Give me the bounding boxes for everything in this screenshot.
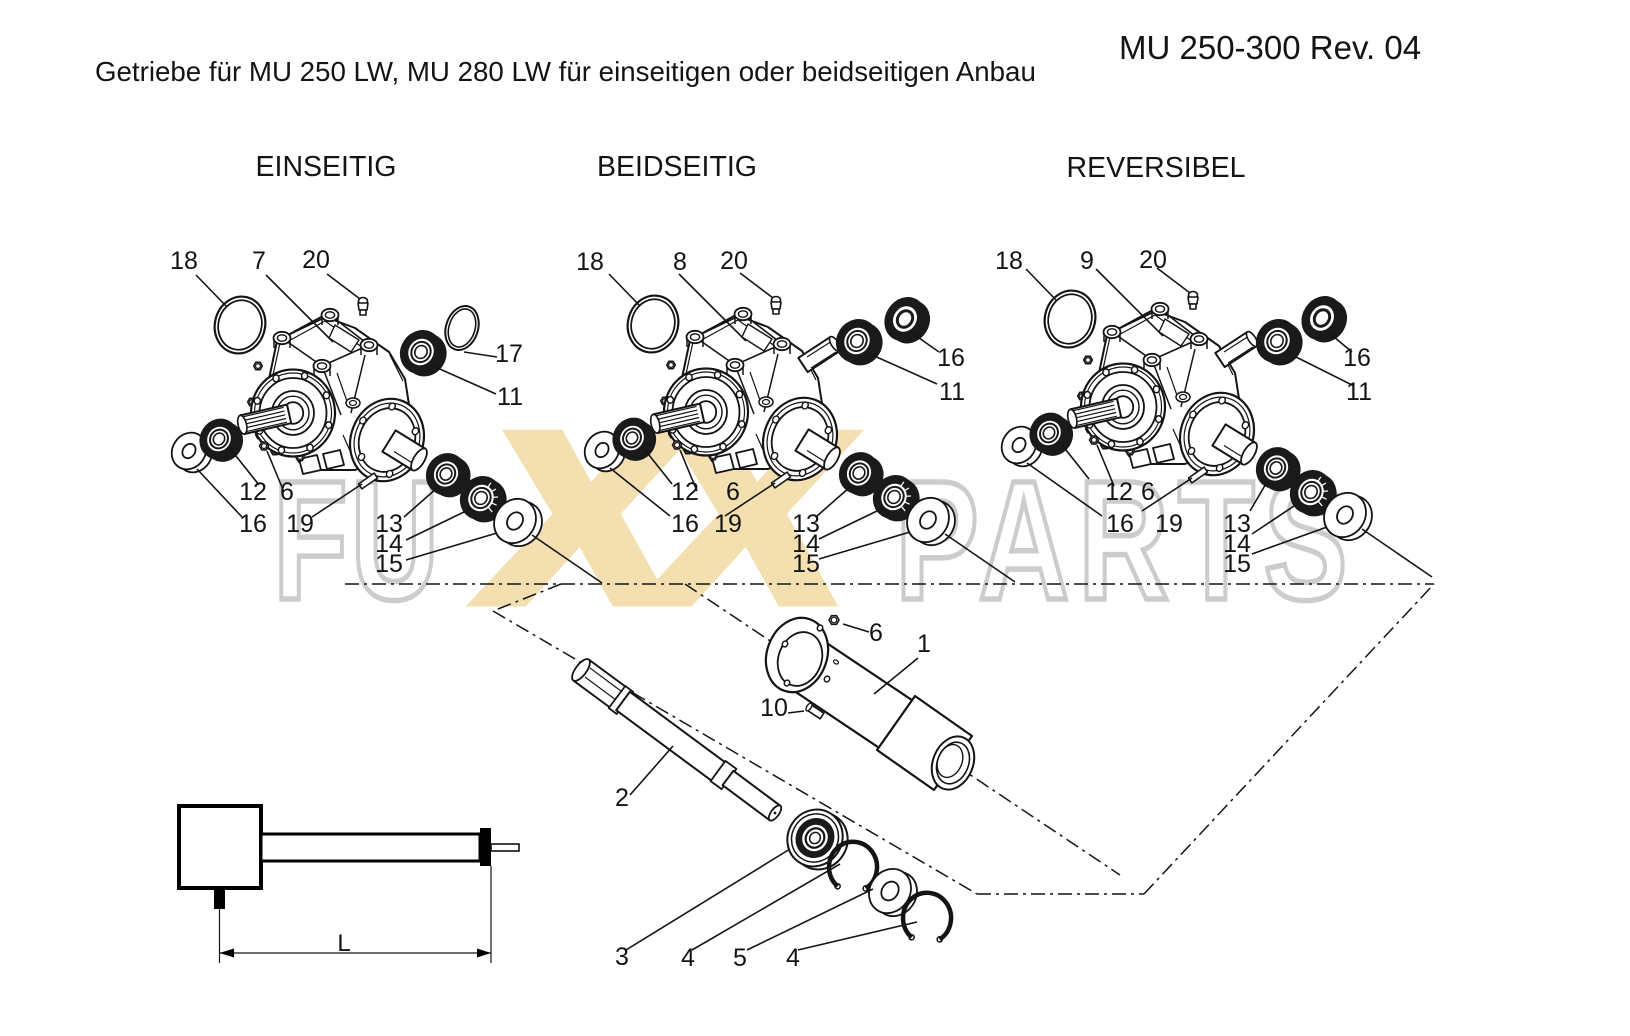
svg-text:11: 11	[939, 378, 965, 406]
svg-text:L: L	[337, 930, 350, 957]
svg-text:12: 12	[239, 478, 267, 506]
svg-text:12: 12	[1105, 478, 1133, 506]
svg-text:7: 7	[252, 247, 266, 275]
svg-text:18: 18	[995, 247, 1023, 275]
svg-text:11: 11	[497, 383, 523, 411]
svg-text:16: 16	[937, 344, 965, 372]
svg-text:19: 19	[1155, 510, 1183, 538]
svg-text:9: 9	[1080, 247, 1094, 275]
svg-text:18: 18	[576, 248, 604, 276]
svg-text:6: 6	[726, 478, 740, 506]
svg-text:EINSEITIG: EINSEITIG	[256, 151, 397, 183]
svg-text:MU 250-300 Rev. 04: MU 250-300 Rev. 04	[1119, 29, 1421, 66]
svg-text:BEIDSEITIG: BEIDSEITIG	[597, 151, 757, 183]
svg-text:4: 4	[681, 944, 695, 972]
svg-text:15: 15	[375, 550, 403, 578]
svg-text:20: 20	[1139, 246, 1167, 274]
svg-text:19: 19	[286, 510, 314, 538]
svg-text:5: 5	[733, 944, 747, 972]
svg-text:Getriebe für MU 250 LW, MU 280: Getriebe für MU 250 LW, MU 280 LW für ei…	[95, 56, 1036, 87]
svg-text:11: 11	[1346, 378, 1372, 406]
svg-text:20: 20	[302, 246, 330, 274]
svg-text:4: 4	[786, 944, 800, 972]
svg-text:16: 16	[671, 510, 699, 538]
svg-text:3: 3	[615, 943, 629, 971]
svg-text:8: 8	[673, 248, 687, 276]
svg-text:20: 20	[720, 247, 748, 275]
svg-text:16: 16	[239, 510, 267, 538]
svg-text:18: 18	[170, 247, 198, 275]
svg-text:REVERSIBEL: REVERSIBEL	[1067, 152, 1246, 184]
svg-text:12: 12	[671, 478, 699, 506]
svg-text:6: 6	[1141, 478, 1155, 506]
svg-text:6: 6	[869, 619, 883, 647]
svg-text:2: 2	[615, 784, 629, 812]
svg-text:15: 15	[1223, 550, 1251, 578]
svg-text:19: 19	[714, 510, 742, 538]
svg-text:10: 10	[760, 694, 788, 722]
svg-text:17: 17	[495, 340, 523, 368]
svg-text:15: 15	[792, 550, 820, 578]
svg-text:16: 16	[1343, 344, 1371, 372]
svg-text:16: 16	[1106, 510, 1134, 538]
svg-text:1: 1	[917, 630, 931, 658]
svg-text:6: 6	[280, 478, 294, 506]
svg-text:FU: FU	[273, 446, 442, 635]
